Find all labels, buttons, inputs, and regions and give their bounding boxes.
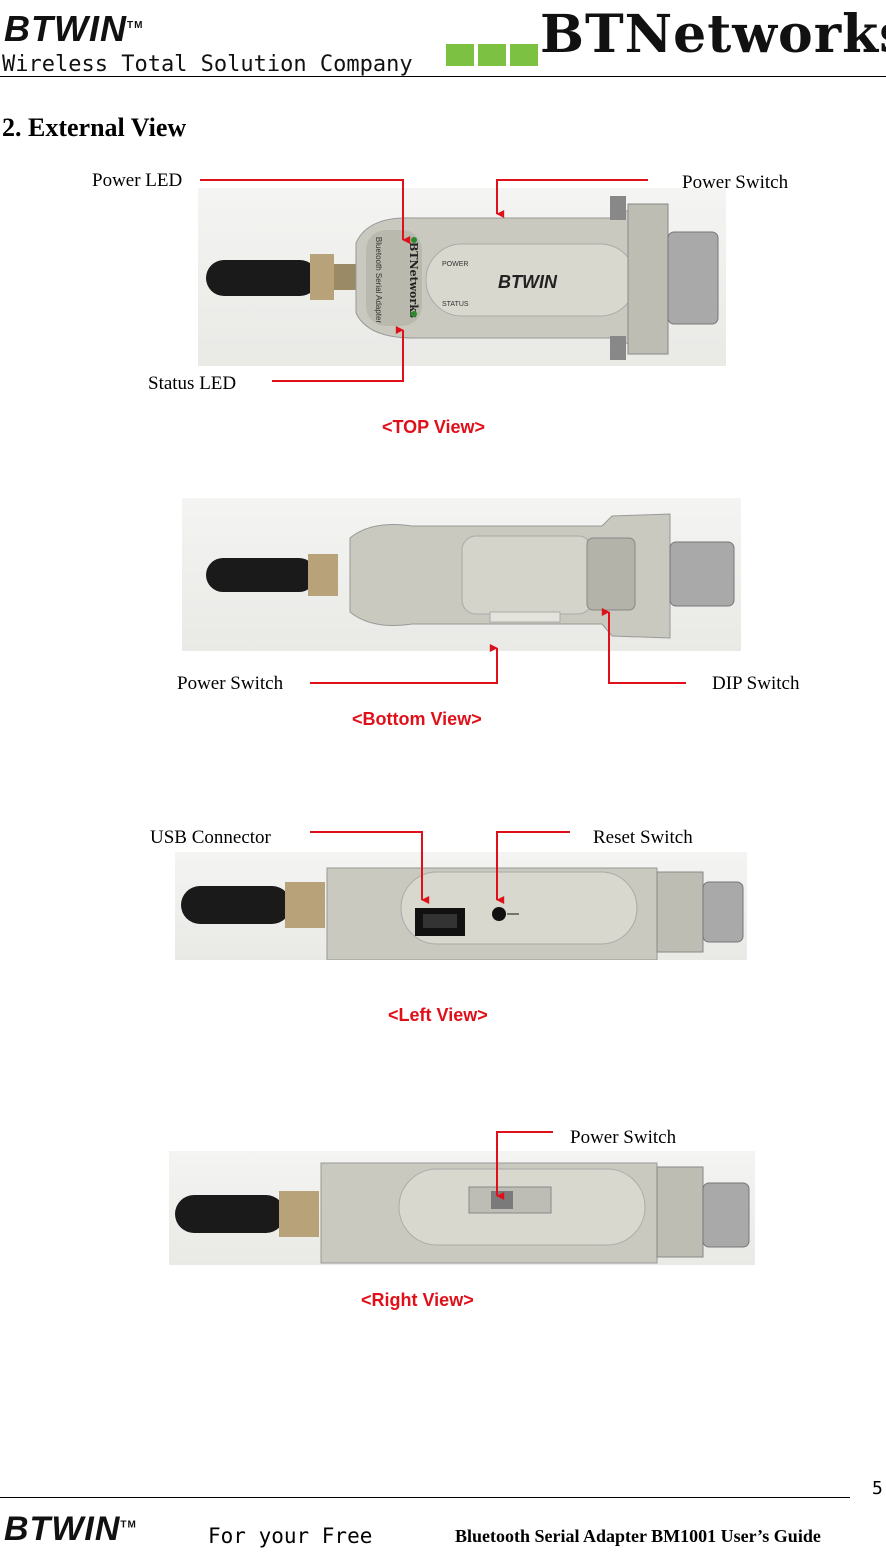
footer-logo-tm: TM [120, 1519, 137, 1531]
left-view-caption: <Left View> [388, 1005, 488, 1025]
brand-square-2 [478, 44, 506, 66]
top-view-photo: BTNetworks Bluetooth Serial Adapter BTWI… [198, 188, 726, 366]
right-view-caption: <Right View> [361, 1290, 474, 1310]
right-label-power-switch: Power Switch [570, 1127, 677, 1148]
footer-slogan: For your Free [208, 1524, 373, 1548]
footer-guide-title: Bluetooth Serial Adapter BM1001 User’s G… [455, 1526, 821, 1546]
page-number: 5 [872, 1478, 883, 1499]
header-logo-tm: TM [126, 20, 144, 31]
device-vertical-brand: BTNetworks [407, 242, 420, 318]
footer-rule [0, 1497, 850, 1498]
device-vertical-sub: Bluetooth Serial Adapter [374, 237, 383, 324]
bottom-label-power-switch: Power Switch [177, 673, 284, 694]
device-power-label: POWER [442, 261, 468, 268]
left-view-device-illustration [181, 867, 744, 960]
bottom-view-device-illustration [206, 513, 735, 639]
right-view-photo [169, 1151, 755, 1265]
left-view-photo [175, 852, 747, 960]
header-rule [0, 76, 886, 77]
header-tagline: Wireless Total Solution Company [2, 52, 413, 77]
device-status-label: STATUS [442, 301, 469, 308]
device-logo: BTWIN [498, 272, 558, 292]
bottom-view-caption: <Bottom View> [352, 709, 482, 729]
left-label-reset-switch: Reset Switch [593, 827, 693, 848]
left-label-usb-connector: USB Connector [150, 827, 271, 848]
brand-square-1 [446, 44, 474, 66]
top-view-device-illustration: BTNetworks Bluetooth Serial Adapter BTWI… [206, 196, 719, 360]
bottom-label-dip-switch: DIP Switch [712, 673, 800, 694]
footer: BTWINTM For your Free Bluetooth Serial A… [0, 1500, 886, 1554]
footer-logo: BTWINTM [4, 1510, 137, 1549]
header-logo: BTWINTM [4, 8, 143, 50]
top-label-power-led: Power LED [92, 170, 183, 191]
arrow-bottom-power-switch [310, 644, 498, 684]
top-label-power-switch: Power Switch [682, 172, 789, 193]
right-view-device-illustration [175, 1162, 750, 1264]
bottom-view-photo [182, 498, 741, 651]
top-label-status-led: Status LED [148, 373, 237, 394]
header: BTWINTM Wireless Total Solution Company … [0, 0, 886, 80]
brand-square-3 [510, 44, 538, 66]
footer-logo-text: BTWIN [4, 1510, 121, 1548]
section-title: 2. External View [2, 113, 187, 142]
top-view-caption: <TOP View> [382, 417, 486, 437]
header-brand: BTNetworks [540, 4, 886, 65]
header-logo-text: BTWIN [4, 8, 127, 49]
